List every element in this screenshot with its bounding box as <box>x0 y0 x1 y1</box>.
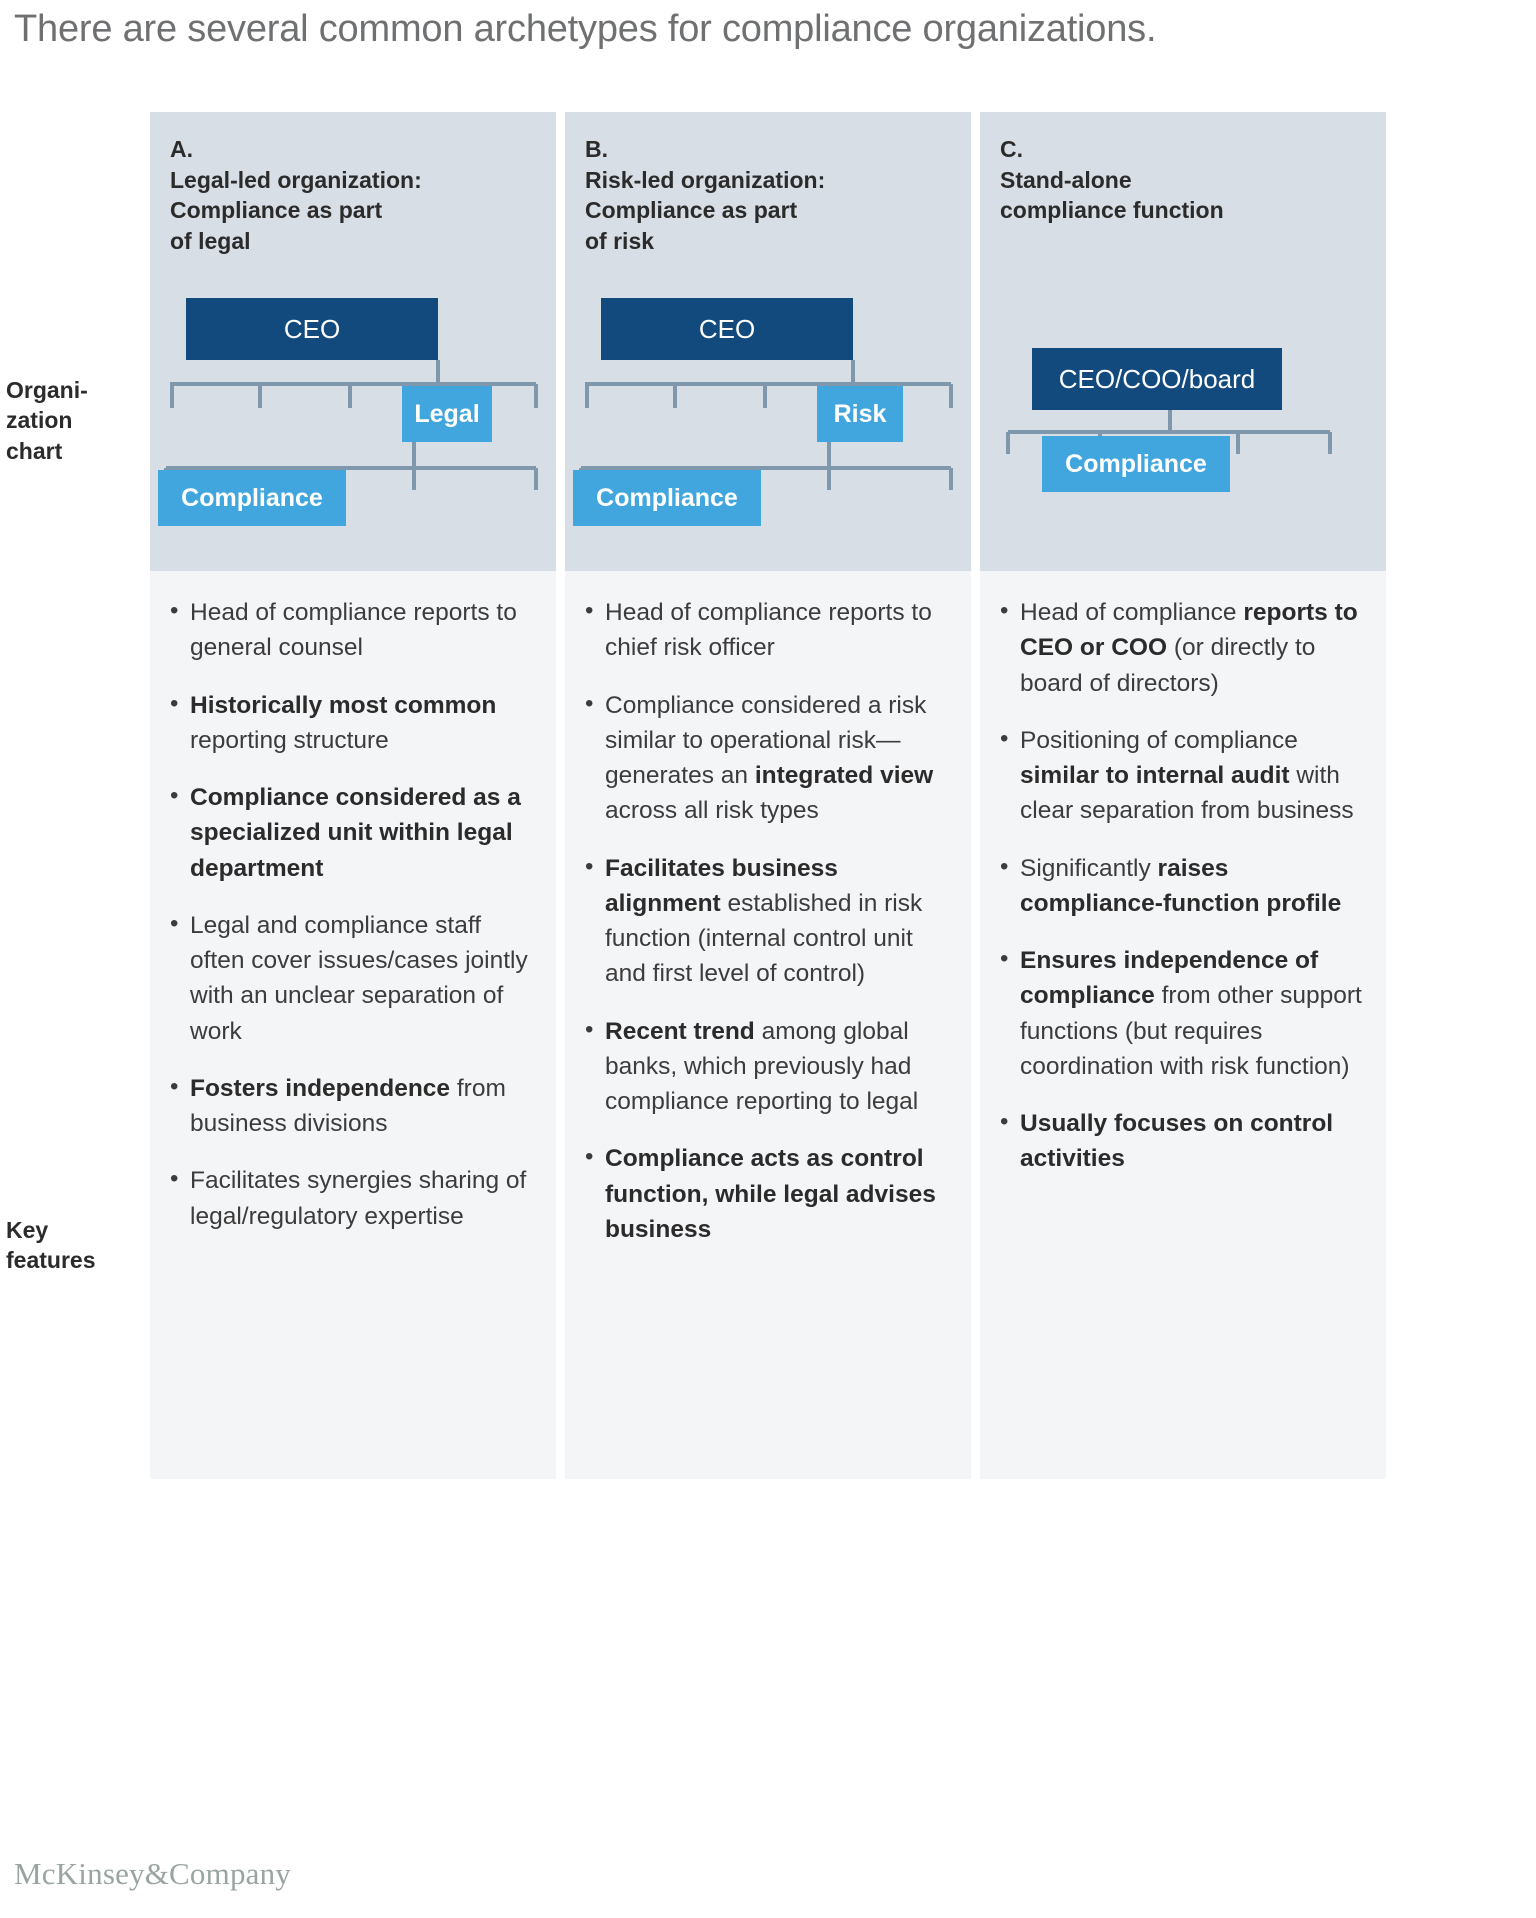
key-features-list-a: Head of compliance reports to general co… <box>168 594 534 1234</box>
list-item: Facilitates synergies sharing of legal/r… <box>168 1162 534 1234</box>
list-item: Head of compliance reports to chief risk… <box>583 594 949 666</box>
column-heading-c: C. Stand-alone compliance function <box>1000 136 1224 224</box>
feature-text: Usually focuses on control activities <box>1020 1110 1334 1173</box>
feature-text: Ensures independence of compliance from … <box>1020 947 1362 1080</box>
org-node-ceo-a: CEO <box>186 298 438 360</box>
list-item: Head of compliance reports to general co… <box>168 594 534 666</box>
feature-text: Compliance acts as control function, whi… <box>605 1145 936 1243</box>
list-item: Fosters independence from business divis… <box>168 1070 534 1142</box>
feature-text: Compliance considered as a specialized u… <box>190 784 521 882</box>
feature-text: Head of compliance reports to general co… <box>190 599 517 662</box>
feature-text: Significantly raises compliance-function… <box>1020 854 1342 917</box>
key-features-cell-c: Head of compliance reports to CEO or COO… <box>980 571 1386 1479</box>
feature-text: Head of compliance reports to CEO or COO… <box>1020 599 1358 697</box>
org-node-ceo-b: CEO <box>601 298 853 360</box>
list-item: Significantly raises compliance-function… <box>998 850 1364 922</box>
org-node-compliance-a: Compliance <box>158 470 346 526</box>
key-features-list-b: Head of compliance reports to chief risk… <box>583 594 949 1247</box>
list-item: Facilitates business alignment establish… <box>583 850 949 992</box>
feature-text: Legal and compliance staff often cover i… <box>190 911 528 1045</box>
list-item: Ensures independence of compliance from … <box>998 942 1364 1084</box>
archetype-column-c: C. Stand-alone compliance function <box>980 112 1386 1479</box>
feature-text: Facilitates synergies sharing of legal/r… <box>190 1167 527 1230</box>
org-node-risk-b: Risk <box>817 386 903 442</box>
mckinsey-logo: McKinsey&Company <box>14 1856 292 1891</box>
org-node-compliance-c: Compliance <box>1042 436 1230 492</box>
org-node-label: Legal <box>414 399 480 428</box>
org-node-label: Compliance <box>181 483 323 512</box>
list-item: Positioning of compliance similar to int… <box>998 722 1364 829</box>
archetype-column-b: B. Risk-led organization: Compliance as … <box>565 112 971 1479</box>
feature-text: Positioning of compliance similar to int… <box>1020 726 1354 825</box>
key-features-list-c: Head of compliance reports to CEO or COO… <box>998 594 1364 1177</box>
archetype-column-a: A. Legal-led organization: Compliance as… <box>150 112 556 1479</box>
org-chart-cell-c: C. Stand-alone compliance function <box>980 112 1386 571</box>
list-item: Compliance considered as a specialized u… <box>168 779 534 886</box>
org-node-label: Risk <box>833 399 887 428</box>
list-item: Compliance acts as control function, whi… <box>583 1140 949 1247</box>
feature-text: Recent trend among global banks, which p… <box>605 1017 919 1116</box>
org-node-compliance-b: Compliance <box>573 470 761 526</box>
feature-text: Fosters independence from business divis… <box>190 1074 506 1138</box>
feature-text: Compliance considered a risk similar to … <box>605 691 934 825</box>
list-item: Head of compliance reports to CEO or COO… <box>998 594 1364 701</box>
feature-text: Head of compliance reports to chief risk… <box>605 599 932 662</box>
archetype-grid: A. Legal-led organization: Compliance as… <box>150 112 1386 1479</box>
org-node-label: CEO <box>283 313 341 344</box>
column-heading-b: B. Risk-led organization: Compliance as … <box>585 136 826 254</box>
key-features-cell-b: Head of compliance reports to chief risk… <box>565 571 971 1479</box>
org-node-legal-a: Legal <box>402 386 492 442</box>
org-node-label: Compliance <box>596 483 738 512</box>
list-item: Compliance considered a risk similar to … <box>583 687 949 829</box>
org-node-label: CEO <box>698 313 756 344</box>
key-features-cell-a: Head of compliance reports to general co… <box>150 571 556 1479</box>
column-heading-a: A. Legal-led organization: Compliance as… <box>170 136 422 254</box>
org-node-ceo-coo-board-c: CEO/COO/board <box>1032 348 1282 410</box>
page-title: There are several common archetypes for … <box>14 8 1157 50</box>
feature-text: Facilitates business alignment establish… <box>605 854 923 988</box>
org-node-label: Compliance <box>1065 449 1207 478</box>
list-item: Legal and compliance staff often cover i… <box>168 907 534 1049</box>
list-item: Usually focuses on control activities <box>998 1105 1364 1177</box>
row-label-org-chart: Organi- zation chart <box>6 377 88 464</box>
feature-text: Historically most common reporting struc… <box>190 691 497 754</box>
list-item: Recent trend among global banks, which p… <box>583 1013 949 1120</box>
org-chart-cell-b: B. Risk-led organization: Compliance as … <box>565 112 971 571</box>
row-label-key-features: Key features <box>6 1217 96 1274</box>
org-node-label: CEO/COO/board <box>1058 363 1256 394</box>
list-item: Historically most common reporting struc… <box>168 687 534 759</box>
org-chart-cell-a: A. Legal-led organization: Compliance as… <box>150 112 556 571</box>
